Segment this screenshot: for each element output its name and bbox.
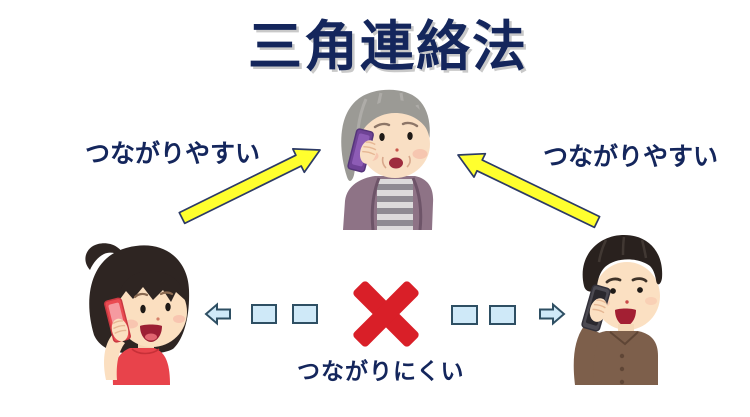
label-hard-bottom: つながりにくい <box>297 358 465 384</box>
easy-arrow-left-icon <box>178 148 321 225</box>
man-on-phone-illustration <box>573 234 663 385</box>
block-arrow-left-icon <box>204 302 231 326</box>
girl-on-phone-illustration <box>85 243 190 385</box>
label-easy-right: つながりやすい <box>543 143 719 171</box>
dash-segment <box>292 304 318 324</box>
label-easy-left: つながりやすい <box>85 140 261 168</box>
dash-segment <box>489 305 516 325</box>
cross-icon <box>353 281 419 347</box>
page-title: 三角連絡法 <box>248 17 528 77</box>
dash-segment <box>451 305 478 325</box>
block-arrow-right-icon <box>539 302 566 326</box>
grandmother-on-phone-illustration <box>341 89 434 230</box>
easy-arrow-right-icon <box>457 152 601 229</box>
dash-segment <box>251 304 277 324</box>
